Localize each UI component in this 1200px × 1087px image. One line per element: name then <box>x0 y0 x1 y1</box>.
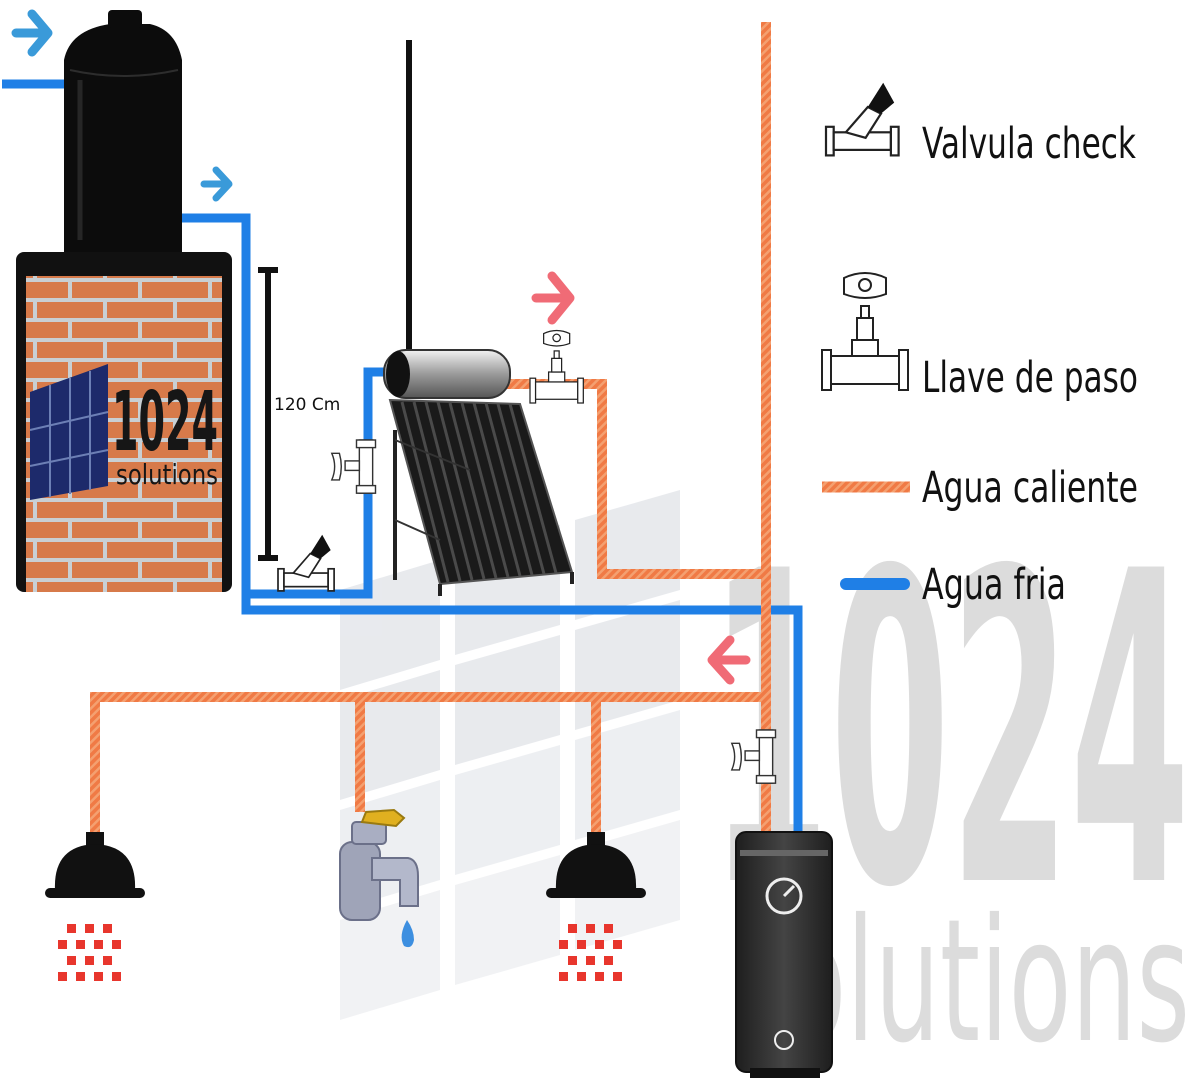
logo-word: solutions <box>116 458 218 491</box>
solar-heater-icon <box>383 40 574 596</box>
gate-valve-icon <box>821 272 909 391</box>
legend-hot-water-label: Agua caliente <box>922 463 1138 513</box>
legend: Valvula check Llave de paso Agua calient… <box>821 81 1138 610</box>
logo-solar-panel-icon <box>29 364 109 500</box>
hot-return-arrow-icon <box>707 635 751 685</box>
logo-number: 1024 <box>112 375 218 470</box>
legend-gate-valve: Llave de paso <box>821 272 1138 403</box>
hot-outlet-arrow-icon <box>531 271 575 325</box>
legend-check-valve-label: Valvula check <box>922 119 1136 169</box>
solar-inlet-gate-valve-icon <box>331 439 377 494</box>
height-dimension: 120 Cm <box>258 267 340 561</box>
water-heater-icon <box>735 831 833 1078</box>
cold-supply-check-valve-icon <box>277 533 335 592</box>
legend-gate-valve-label: Llave de paso <box>922 353 1138 403</box>
water-tank-icon <box>64 10 182 252</box>
brand-logo: 1024 solutions <box>29 364 218 500</box>
legend-hot-water: Agua caliente <box>822 463 1138 513</box>
height-label: 120 Cm <box>274 395 340 415</box>
cold-inlet-arrow-icon <box>11 9 53 57</box>
legend-cold-water: Agua fria <box>840 560 1066 610</box>
faucet-icon <box>339 808 419 948</box>
solar-outlet-gate-valve-icon <box>529 329 584 404</box>
legend-cold-water-label: Agua fria <box>922 560 1066 610</box>
flow-arrows <box>11 9 751 685</box>
shower-head-icon <box>45 832 145 981</box>
check-valve-icon <box>824 81 900 157</box>
legend-check-valve: Valvula check <box>824 81 1136 169</box>
brick-stand <box>16 252 232 592</box>
cold-outlet-arrow-icon <box>200 166 233 202</box>
